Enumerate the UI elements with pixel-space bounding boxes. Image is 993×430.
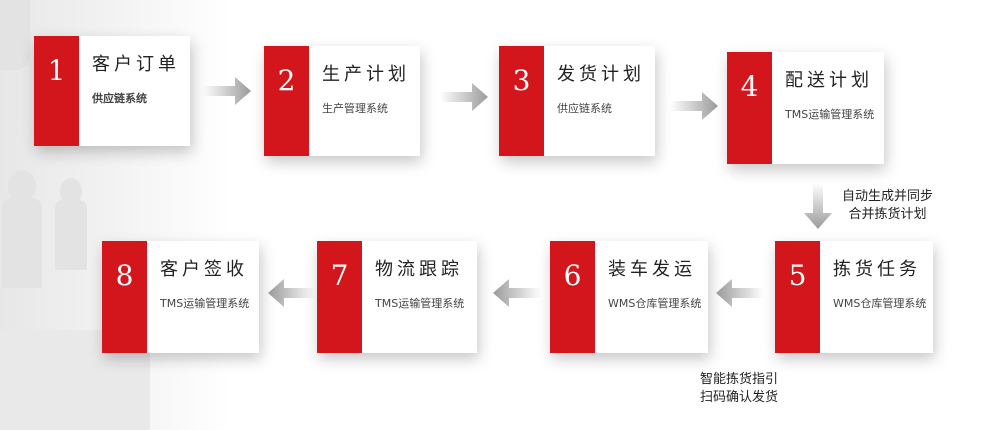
step-system: TMS运输管理系统 — [375, 297, 465, 310]
step-card-2: 2 生产计划 生产管理系统 — [264, 46, 420, 156]
step-title: 配送计划 — [785, 70, 873, 91]
step-system: TMS运输管理系统 — [160, 297, 250, 310]
note-line: 合并拣货计划 — [848, 207, 927, 222]
arrow-right-2-3 — [440, 83, 488, 111]
arrow-right-1-2 — [203, 77, 251, 105]
step-system: WMS仓库管理系统 — [833, 297, 927, 310]
step-system: 供应链系统 — [557, 102, 612, 115]
step-number: 1 — [34, 36, 79, 146]
step-title: 装车发运 — [608, 259, 696, 280]
note-auto-sync: 自动生成并同步 合并拣货计划 — [842, 188, 933, 224]
step-title: 生产计划 — [322, 64, 410, 85]
step-number: 3 — [499, 46, 544, 156]
note-line: 智能拣货指引 — [700, 372, 779, 387]
step-number: 5 — [775, 241, 820, 353]
step-system: TMS运输管理系统 — [785, 108, 875, 121]
step-system: 供应链系统 — [92, 92, 147, 105]
step-number: 8 — [102, 241, 147, 353]
step-system: WMS仓库管理系统 — [608, 297, 702, 310]
step-title: 发货计划 — [557, 64, 645, 85]
step-card-1: 1 客户订单 供应链系统 — [34, 36, 190, 146]
chess-piece-left — [8, 170, 36, 202]
arrow-down-4-5 — [804, 183, 832, 229]
step-card-3: 3 发货计划 供应链系统 — [499, 46, 655, 156]
step-title: 拣货任务 — [833, 259, 921, 280]
note-smart-picking: 智能拣货指引 扫码确认发货 — [700, 371, 778, 407]
arrow-left-6-7 — [493, 279, 541, 307]
step-number: 2 — [264, 46, 309, 156]
chess-piece-top — [0, 0, 30, 70]
chess-piece-mid — [60, 178, 82, 204]
step-card-8: 8 客户签收 TMS运输管理系统 — [102, 241, 259, 353]
arrow-right-3-4 — [670, 92, 718, 120]
step-system: 生产管理系统 — [322, 102, 388, 115]
step-title: 客户订单 — [92, 54, 180, 75]
note-line: 自动生成并同步 — [842, 189, 934, 204]
step-number: 7 — [317, 241, 362, 353]
step-number: 4 — [727, 52, 772, 164]
chess-piece-left-body — [2, 198, 42, 288]
step-card-7: 7 物流跟踪 TMS运输管理系统 — [317, 241, 477, 353]
step-card-4: 4 配送计划 TMS运输管理系统 — [727, 52, 884, 164]
note-line: 扫码确认发货 — [700, 390, 779, 405]
step-number: 6 — [550, 241, 595, 353]
step-card-5: 5 拣货任务 WMS仓库管理系统 — [775, 241, 933, 353]
chess-piece-mid-body — [55, 200, 87, 270]
step-card-6: 6 装车发运 WMS仓库管理系统 — [550, 241, 708, 353]
arrow-left-7-8 — [268, 279, 316, 307]
step-title: 客户签收 — [160, 259, 248, 280]
step-title: 物流跟踪 — [375, 259, 463, 280]
arrow-left-5-6 — [716, 279, 764, 307]
